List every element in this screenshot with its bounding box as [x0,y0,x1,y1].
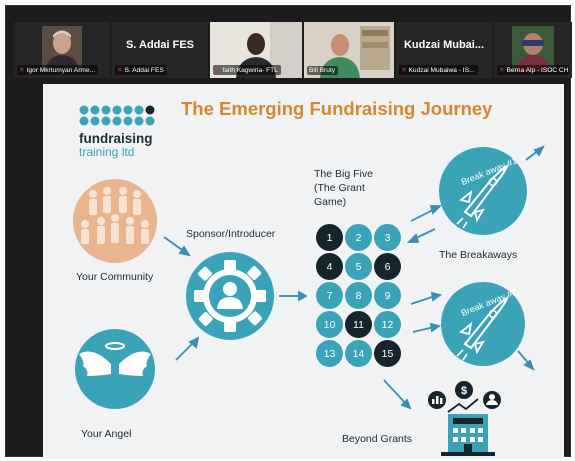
grid-number: 12 [374,311,401,338]
arrow [410,295,436,305]
rocket-breakaway-1-icon [439,147,527,235]
participant-tile[interactable]: ✕faith Kagwiria- FTL [210,22,302,78]
person-icon [483,391,501,409]
participant-name: Bill Bruty [307,66,339,75]
participant-video-icon [304,22,394,78]
grid-number: 4 [316,253,343,280]
grid-number: 8 [345,282,372,309]
mic-muted-icon: ✕ [117,67,123,74]
grid-number: 11 [345,311,372,338]
chart-icon [428,391,446,409]
participant-video-icon [42,26,82,72]
building-icon [441,414,495,456]
participant-tile-active-speaker[interactable]: Bill Bruty [304,22,394,78]
arrow [175,341,195,361]
participant-tile[interactable]: Kudzai Mubai... ✕Kudzai Mubaiwa - IS... [396,22,492,78]
your-community-label: Your Community [76,271,154,283]
participant-name: ✕faith Kagwiria- FTL [213,65,281,75]
grid-number: 2 [345,224,372,251]
meeting-window: ✕Igor Mkrtumyan Arme... S. Addai FES ✕S.… [5,5,572,459]
trend-line-icon [447,398,479,413]
big-five-label: The Big Five (The Grant Game) [314,167,373,209]
big-five-line: (The Grant [314,182,365,194]
grid-number: 10 [316,311,343,338]
beyond-grants-label: Beyond Grants [342,433,413,445]
participant-name: ✕S. Addai FES [115,65,167,75]
participant-strip: ✕Igor Mkrtumyan Arme... S. Addai FES ✕S.… [14,22,572,80]
sponsor-gear-icon [186,252,274,340]
mic-muted-icon: ✕ [401,67,407,74]
your-angel-label: Your Angel [81,428,132,440]
participant-name: ✕Igor Mkrtumyan Arme... [17,65,99,75]
shared-slide: $ Break awa [43,84,564,459]
participant-display-name: Kudzai Mubai... [403,39,485,51]
beyond-grants-icons: $ [428,381,501,456]
breakaways-label: The Breakaways [439,249,518,261]
slide-graphics: $ Break awa [73,105,545,456]
grid-number: 5 [345,253,372,280]
participant-name: ✕Berna Alp - ISOC CH [497,65,569,75]
participant-display-name: S. Addai FES [125,39,195,51]
arrow [410,208,436,222]
mic-muted-icon: ✕ [499,67,505,74]
angel-wings-icon [75,329,155,409]
participant-tile[interactable]: ✕Berna Alp - ISOC CH [494,22,572,78]
participant-tile[interactable]: S. Addai FES ✕S. Addai FES [112,22,208,78]
mic-muted-icon: ✕ [19,67,25,74]
grid-number: 6 [374,253,401,280]
community-icon [73,179,157,263]
logo-text-line1: fundraising [79,131,153,146]
logo-text-line2: training ltd [79,145,135,159]
flow-arrows [163,145,545,410]
grid-number: 15 [374,340,401,367]
slide-title: The Emerging Fundraising Journey [181,98,493,119]
mic-muted-icon: ✕ [215,67,221,74]
svg-text:$: $ [461,385,467,397]
participant-name: ✕Kudzai Mubaiwa - IS... [399,65,478,75]
grid-number: 3 [374,224,401,251]
arrow [412,326,435,333]
sponsor-introducer-label: Sponsor/Introducer [186,228,276,240]
arrow [383,379,407,405]
logo-dots-icon [79,105,155,126]
grid-number: 13 [316,340,343,367]
rocket-breakaway-2-icon [441,282,525,366]
grid-number: 9 [374,282,401,309]
grid-number: 1 [316,224,343,251]
big-five-line: Game) [314,196,347,208]
grid-number: 14 [345,340,372,367]
participant-tile[interactable]: ✕Igor Mkrtumyan Arme... [14,22,110,78]
big-five-line: The Big Five [314,168,373,180]
grid-number: 7 [316,282,343,309]
dollar-icon: $ [455,381,473,399]
